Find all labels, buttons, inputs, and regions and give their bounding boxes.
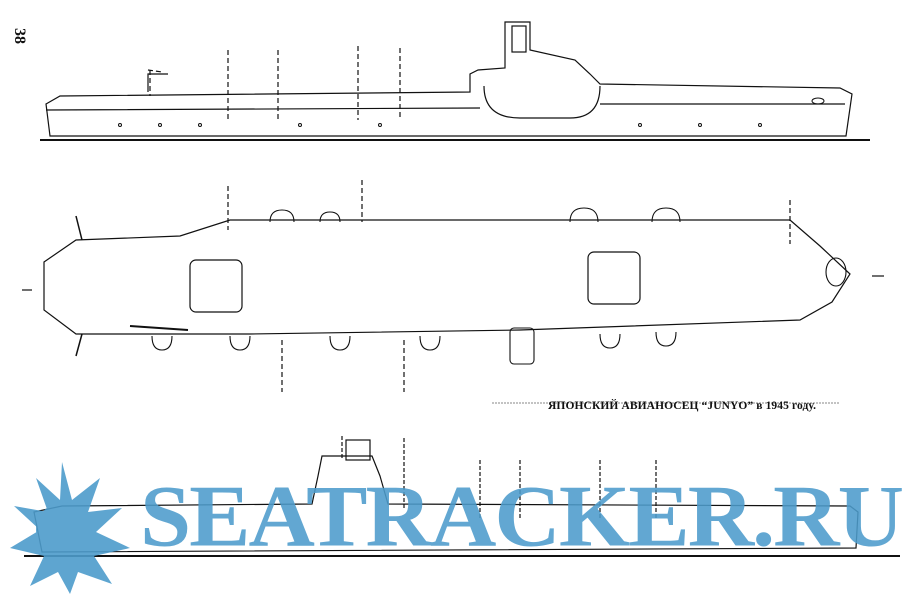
side-profile-top (40, 21, 870, 141)
flight-deck-plan (22, 180, 884, 404)
figure-caption: ЯПОНСКИЙ АВИАНОСЕЦ “JUNYO” в 1945 году. (548, 400, 817, 412)
watermark-text: SEATRACKER.RU (140, 467, 904, 565)
side-profile-bottom (24, 436, 900, 557)
watermark-sunburst (10, 462, 130, 594)
